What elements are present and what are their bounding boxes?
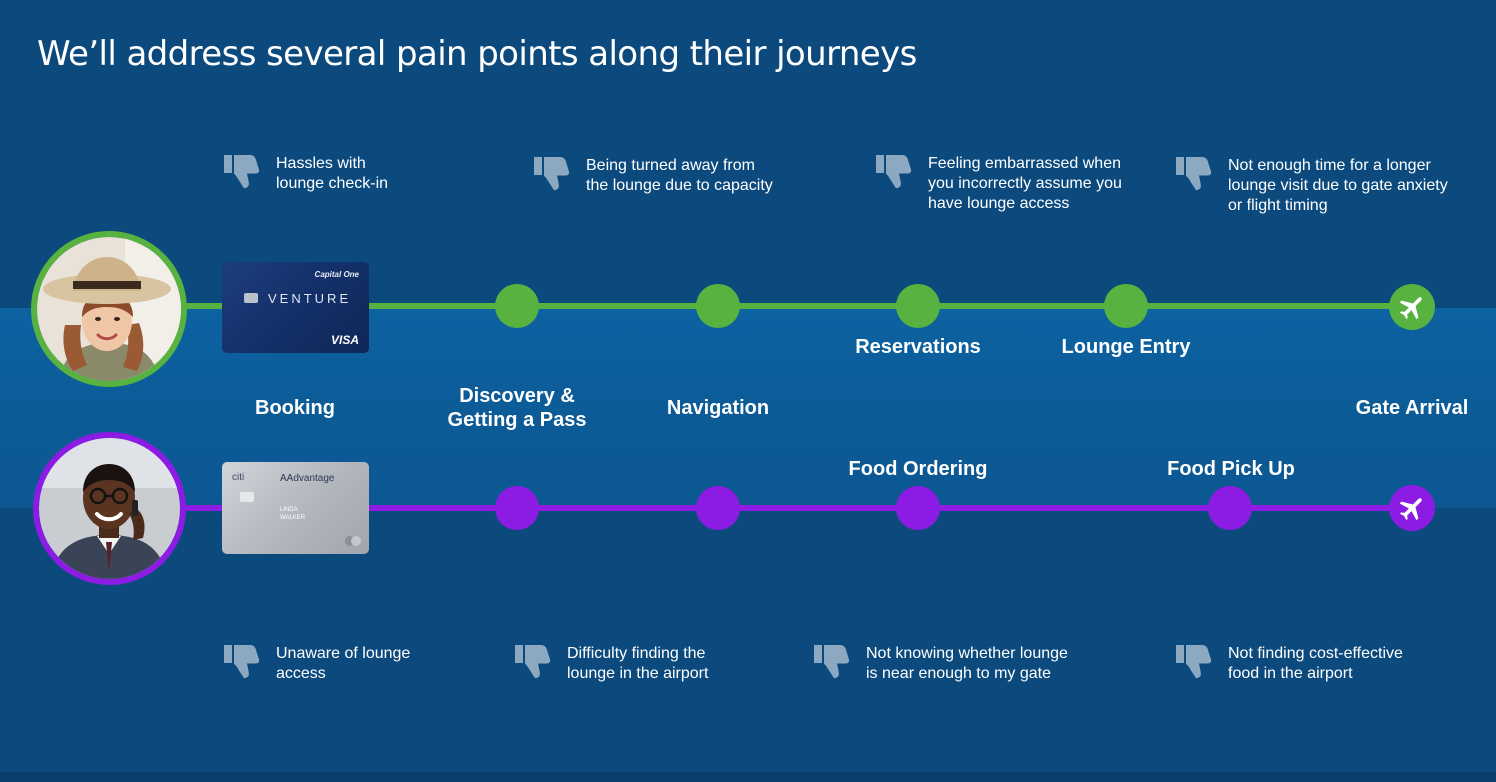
purple-end-node: [1389, 485, 1435, 531]
stage-food-ordering: Food Ordering: [848, 458, 988, 480]
card-name: VENTURE: [268, 291, 352, 306]
stage-food-pickup: Food Pick Up: [1167, 458, 1295, 480]
purple-node-discovery: [495, 486, 539, 530]
purple-node-food-pickup: [1208, 486, 1252, 530]
capital-one-venture-card: Capital One VENTURE VISA: [222, 262, 369, 353]
thumbs-down-icon: [1176, 157, 1212, 191]
thumbs-down-icon: [224, 645, 260, 679]
card-bank: citi: [232, 472, 245, 483]
citi-aadvantage-card: citi AAdvantage LINDA WALKER: [222, 462, 369, 554]
pain-point-embarrassed: Feeling embarrassed when you incorrectly…: [874, 154, 1122, 214]
pain-point-text: Being turned away from the lounge due to…: [586, 157, 773, 194]
thumbs-down-icon: [876, 155, 912, 189]
mastercard-logo-right: [351, 536, 361, 546]
pain-point-unaware: Unaware of lounge access: [222, 644, 410, 684]
pain-point-near-gate: Not knowing whether lounge is near enoug…: [812, 644, 1068, 684]
page-title: We’ll address several pain points along …: [37, 34, 917, 74]
card-brand: Capital One: [314, 270, 359, 279]
pain-point-text: Difficulty finding the lounge in the air…: [567, 645, 709, 682]
stage-booking: Booking: [255, 397, 335, 419]
airplane-icon: [1399, 297, 1422, 320]
pain-point-gate-anxiety: Not enough time for a longer lounge visi…: [1174, 156, 1448, 216]
purple-journey-line: [185, 505, 1410, 511]
pain-point-text: Not finding cost-effective food in the a…: [1228, 645, 1403, 682]
green-node-lounge-entry: [1104, 284, 1148, 328]
pain-point-text: Unaware of lounge access: [276, 645, 411, 682]
footer-strip: [0, 772, 1496, 782]
thumbs-down-icon: [1176, 645, 1212, 679]
traveler-avatar-man: [33, 432, 186, 585]
pain-point-text: Not knowing whether lounge is near enoug…: [866, 645, 1068, 682]
card-chip-icon: [244, 293, 258, 303]
purple-node-navigation: [696, 486, 740, 530]
mastercard-logo-left: [345, 536, 355, 546]
pain-point-text: Not enough time for a longer lounge visi…: [1228, 157, 1448, 214]
traveler-avatar-woman: [31, 231, 187, 387]
green-end-node: [1389, 284, 1435, 330]
stage-reservations: Reservations: [855, 336, 981, 358]
pain-point-text: Feeling embarrassed when you incorrectly…: [928, 155, 1122, 212]
green-journey-line: [185, 303, 1410, 309]
airplane-icon: [1399, 498, 1422, 521]
card-holder: LINDA WALKER: [280, 507, 306, 521]
purple-node-food-ordering: [896, 486, 940, 530]
thumbs-down-icon: [534, 157, 570, 191]
thumbs-down-icon: [515, 645, 551, 679]
green-node-reservations: [896, 284, 940, 328]
stage-gate-arrival: Gate Arrival: [1355, 397, 1469, 419]
pain-point-text: Hassles with lounge check-in: [276, 155, 389, 192]
pain-point-capacity: Being turned away from the lounge due to…: [532, 156, 773, 196]
stage-lounge-entry: Lounge Entry: [1061, 336, 1191, 358]
pain-point-checkin: Hassles with lounge check-in: [222, 154, 388, 194]
green-node-discovery: [495, 284, 539, 328]
pain-point-food-cost: Not finding cost-effective food in the a…: [1174, 644, 1403, 684]
stage-discovery: Discovery & Getting a Pass: [447, 385, 587, 431]
woman-portrait: [37, 237, 181, 381]
thumbs-down-icon: [814, 645, 850, 679]
man-portrait: [39, 438, 180, 579]
green-node-navigation: [696, 284, 740, 328]
stage-navigation: Navigation: [666, 397, 770, 419]
card-network: VISA: [330, 333, 359, 347]
card-chip-icon: [240, 492, 254, 502]
card-program: AAdvantage: [280, 473, 335, 484]
pain-point-finding-lounge: Difficulty finding the lounge in the air…: [513, 644, 708, 684]
thumbs-down-icon: [224, 155, 260, 189]
